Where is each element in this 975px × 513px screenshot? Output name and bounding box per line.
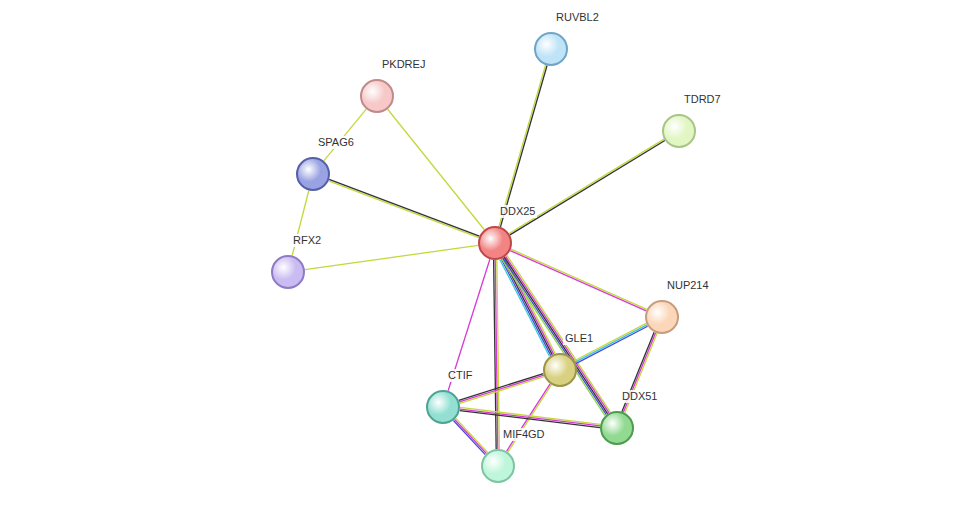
node-label: SPAG6: [316, 136, 356, 149]
interaction-edge: [502, 255, 611, 415]
evidence-line: [388, 109, 485, 229]
interaction-edge: [329, 179, 480, 237]
evidence-line: [506, 256, 609, 413]
protein-node: MIF4GD: [481, 449, 515, 483]
interaction-edge: [510, 249, 647, 311]
node-label: GLE1: [563, 332, 595, 345]
evidence-line: [509, 139, 664, 233]
protein-node: TDRD7: [662, 114, 696, 148]
interaction-edge: [509, 139, 665, 235]
node-label: NUP214: [665, 279, 711, 292]
node-label: CTIF: [446, 369, 474, 382]
evidence-line: [456, 418, 488, 452]
protein-node: RFX2: [271, 255, 305, 289]
interaction-edge: [324, 109, 366, 161]
evidence-line: [499, 65, 546, 226]
node-label: DDX25: [498, 205, 537, 218]
interaction-edge: [500, 257, 555, 357]
evidence-line: [455, 419, 487, 453]
evidence-line: [324, 109, 366, 161]
evidence-line: [494, 260, 497, 449]
node-label: PKDREJ: [380, 58, 427, 71]
evidence-line: [305, 245, 478, 269]
protein-node: PKDREJ: [360, 79, 394, 113]
interaction-edge: [460, 407, 601, 427]
evidence-line: [503, 258, 606, 415]
protein-node: SPAG6: [296, 157, 330, 191]
evidence-line: [460, 411, 600, 428]
protein-node: RUVBL2: [534, 32, 568, 66]
evidence-line: [501, 259, 551, 356]
node-label: RUVBL2: [554, 11, 601, 24]
evidence-line: [329, 181, 479, 238]
protein-node: DDX51: [600, 411, 634, 445]
evidence-line: [460, 407, 600, 424]
evidence-line: [329, 179, 479, 236]
protein-node: DDX25: [478, 226, 512, 260]
evidence-line: [507, 255, 610, 412]
evidence-line: [500, 66, 547, 227]
evidence-line: [460, 409, 600, 426]
node-label: RFX2: [291, 234, 323, 247]
interaction-edge: [388, 109, 485, 229]
node-label: MIF4GD: [501, 428, 547, 441]
evidence-line: [502, 259, 605, 416]
interaction-edge: [494, 260, 500, 449]
node-label: TDRD7: [682, 93, 723, 106]
node-label: DDX51: [620, 390, 659, 403]
protein-node: GLE1: [543, 353, 577, 387]
interaction-edge: [305, 245, 478, 269]
interaction-edge: [499, 65, 547, 227]
evidence-line: [510, 141, 665, 235]
interaction-edge: [453, 418, 487, 454]
protein-node: CTIF: [426, 390, 460, 424]
evidence-line: [504, 257, 607, 414]
evidence-line: [453, 421, 485, 455]
protein-node: NUP214: [645, 300, 679, 334]
